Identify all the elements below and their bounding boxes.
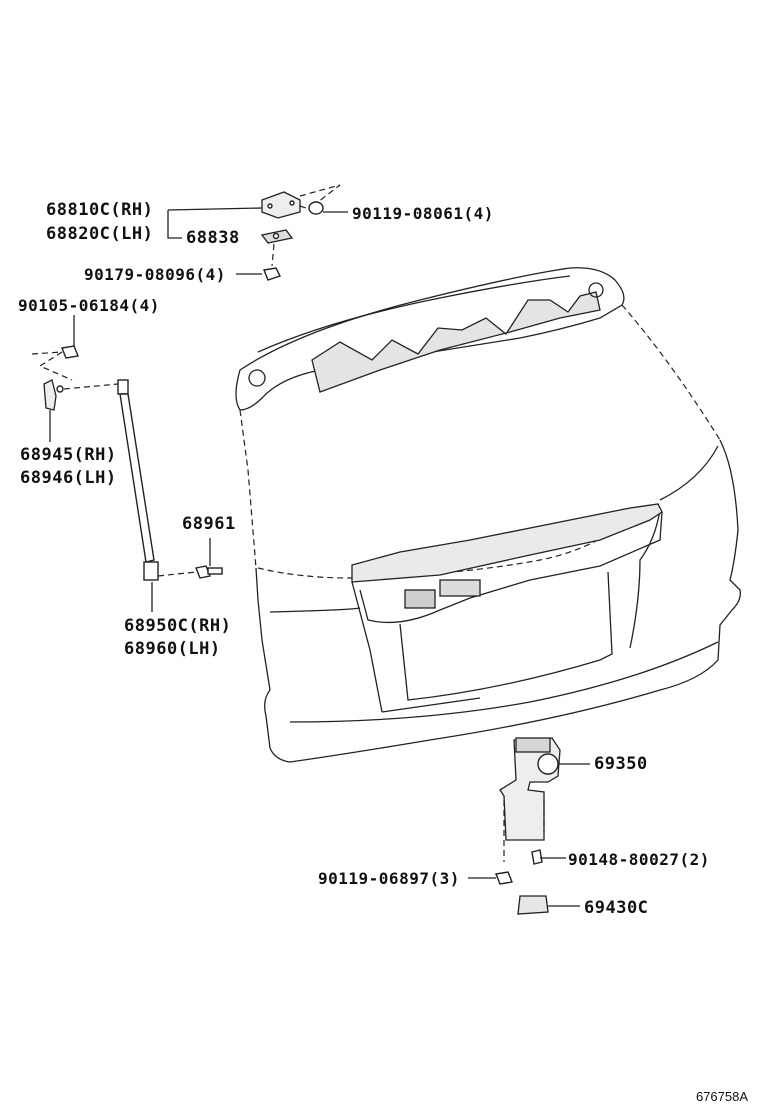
label-68960: 68960(LH) (124, 639, 221, 659)
label-90179-08096: 90179-08096(4) (84, 265, 226, 284)
hinge-assembly (167, 184, 348, 281)
label-69350: 69350 (594, 754, 648, 774)
label-68810c: 68810C(RH) (46, 200, 154, 220)
label-68961: 68961 (182, 514, 236, 534)
label-69430c: 69430C (584, 898, 649, 918)
label-68838: 68838 (186, 228, 240, 248)
back-door-panel (235, 267, 741, 763)
label-90148-80027: 90148-80027(2) (568, 850, 710, 869)
label-68820c: 68820C(LH) (46, 224, 154, 244)
label-90119-08061: 90119-08061(4) (352, 204, 494, 223)
back-door-lock (468, 737, 590, 915)
label-68945: 68945(RH) (20, 445, 117, 465)
stay-damper-assembly (31, 315, 223, 612)
label-90119-06897: 90119-06897(3) (318, 869, 460, 888)
label-68946: 68946(LH) (20, 468, 117, 488)
diagram-code: 676758A (695, 1089, 748, 1104)
label-90105-06184: 90105-06184(4) (18, 296, 160, 315)
label-68950c: 68950C(RH) (124, 616, 232, 636)
